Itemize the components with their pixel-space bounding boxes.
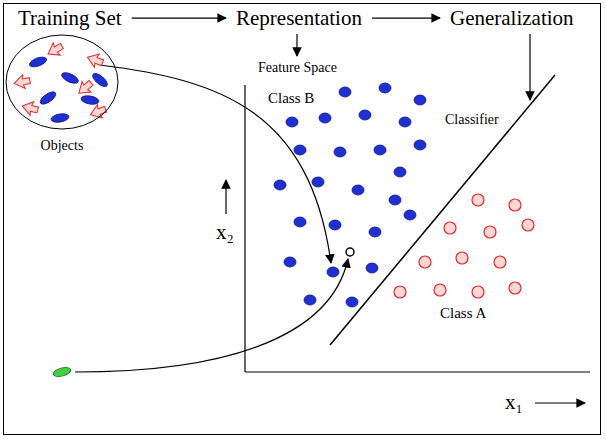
class-b-point <box>394 167 406 177</box>
class-a-point <box>509 282 521 294</box>
x-axis <box>245 371 590 372</box>
class-a-point <box>444 222 456 234</box>
object-blob <box>60 71 80 86</box>
class-a-point <box>484 226 496 238</box>
class-b-point <box>404 210 416 220</box>
class-b-point <box>286 117 298 127</box>
class-b-point <box>352 185 364 195</box>
y-axis <box>244 85 245 372</box>
class-a-point <box>509 199 521 211</box>
mapping-curve <box>100 65 331 263</box>
object-set-ellipse: Objects <box>5 34 119 154</box>
stage-title: Representation <box>236 6 362 30</box>
ellipse-outline <box>5 34 119 130</box>
class-b-point <box>304 295 316 305</box>
class-b-point <box>359 110 371 120</box>
mapping-curve <box>75 259 348 372</box>
stage-title: Training Set <box>18 6 122 30</box>
flow-arrow <box>132 17 226 18</box>
class-b-point <box>294 145 306 155</box>
object-shapes <box>13 40 110 124</box>
axis-arrow <box>225 180 226 214</box>
class-b-point <box>379 83 391 93</box>
object-blob <box>38 90 57 107</box>
stage-heading: Generalization <box>446 4 578 32</box>
object-shape <box>74 77 95 98</box>
axis-label: x₁ <box>505 390 523 414</box>
class-a-point <box>472 286 484 298</box>
class-b-point <box>334 147 346 157</box>
class-b-point <box>312 177 324 187</box>
object-blob <box>80 94 99 105</box>
object-blob <box>50 112 69 123</box>
class-b-point <box>414 140 426 150</box>
class-b-point <box>294 217 306 227</box>
class-b-point <box>374 145 386 155</box>
class-b-point <box>284 257 296 267</box>
class-label: Class B <box>268 90 314 107</box>
class-b-point <box>399 117 411 127</box>
class-b-point <box>329 220 341 230</box>
pointer-arrow <box>296 34 297 56</box>
class-b-point <box>274 180 286 190</box>
class-label: Class A <box>440 305 486 322</box>
stage-heading: Representation <box>232 4 366 32</box>
test-point <box>346 248 354 256</box>
class-a-point <box>419 256 431 268</box>
pointer-arrow <box>529 34 530 100</box>
stage-heading: Training Set <box>14 4 126 32</box>
class-a-point <box>494 256 506 268</box>
class-b-point <box>414 95 426 105</box>
class-b-point <box>346 297 358 307</box>
class-b-point <box>366 263 378 273</box>
object-shape <box>13 74 31 91</box>
class-a-point <box>434 284 446 296</box>
space-label: Feature Space <box>258 60 337 76</box>
ellipse-outline <box>6 35 118 129</box>
stage-title: Generalization <box>450 6 574 30</box>
class-b-point <box>389 195 401 205</box>
feature-points <box>274 83 534 307</box>
object-shape <box>45 40 66 60</box>
class-a-point <box>522 219 534 231</box>
object-blob <box>28 55 48 69</box>
set-caption: Objects <box>5 138 119 154</box>
axis-arrow <box>535 402 585 403</box>
new-object <box>52 366 71 378</box>
class-a-point <box>456 252 468 264</box>
class-b-point <box>319 113 331 123</box>
class-b-point <box>327 267 339 277</box>
flow-arrow <box>372 17 440 18</box>
object-shape <box>20 99 39 117</box>
classifier-line <box>330 75 555 345</box>
frame <box>4 4 601 435</box>
class-a-point <box>394 286 406 298</box>
class-a-point <box>472 194 484 206</box>
class-b-point <box>339 87 351 97</box>
axis-label: x₂ <box>216 220 234 244</box>
classifier-label: Classifier <box>445 112 499 128</box>
object-shape <box>85 51 105 70</box>
class-b-point <box>369 227 381 237</box>
object-blob <box>91 71 110 89</box>
